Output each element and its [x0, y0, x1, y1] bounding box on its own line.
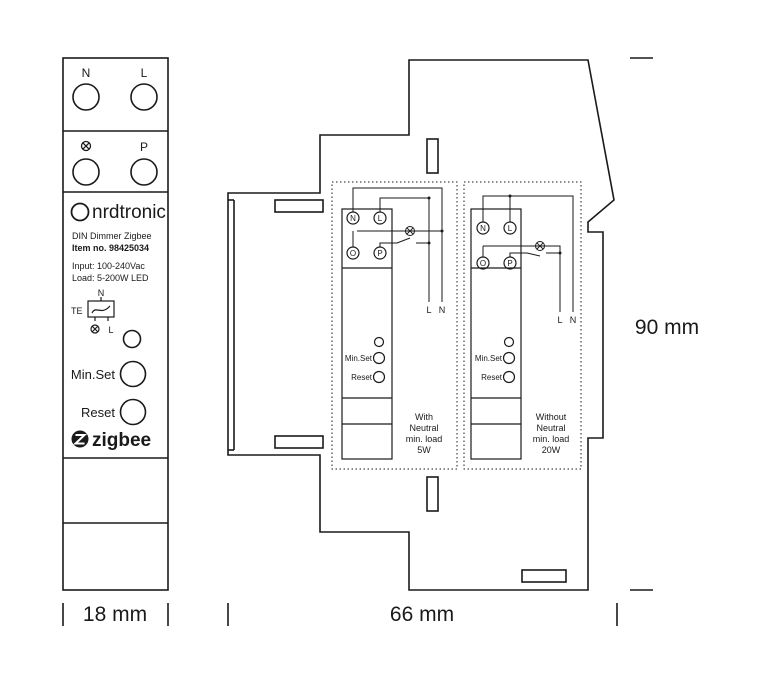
wiring-labels-with: N L O P L N Min.Set Reset With Neutral m…: [345, 214, 445, 455]
min-set-label: Min.Set: [71, 367, 115, 382]
side-view: [227, 59, 615, 591]
term-n-label: N: [350, 214, 356, 223]
min-set-label-small: Min.Set: [475, 354, 503, 363]
bottom-slot: [426, 476, 439, 512]
terminal-l-label: L: [141, 66, 148, 80]
input-spec: Input: 100-240Vac: [72, 261, 145, 271]
line-l-label: L: [426, 305, 431, 315]
front-labels: N L P nrdtronic DIN Dimmer Zigbee Item n…: [71, 66, 166, 451]
caption-line: 5W: [417, 445, 431, 455]
dimension-width-side: 66 mm: [390, 603, 454, 626]
caption-line: With: [415, 412, 433, 422]
caption-line: min. load: [533, 434, 570, 444]
caption-line: min. load: [406, 434, 443, 444]
te-n-label: N: [98, 288, 105, 298]
zigbee-wordmark: zigbee: [92, 430, 151, 451]
term-p-label: P: [377, 249, 382, 258]
term-o-label: O: [350, 249, 356, 258]
item-number: Item no. 98425034: [72, 243, 149, 253]
caption-line: Neutral: [409, 423, 438, 433]
terminal-l: [130, 83, 158, 111]
line-n-label: N: [439, 305, 446, 315]
side-housing-outline: [227, 59, 615, 591]
brand-name: nrdtronic: [92, 202, 166, 223]
terminal-p: [130, 158, 158, 186]
term-l-label: L: [378, 214, 383, 223]
te-symbol-icon: [87, 300, 115, 318]
terminal-p-label: P: [140, 140, 148, 154]
reset-label-small: Reset: [351, 373, 373, 382]
wiring-panel-with-neutral: [331, 181, 458, 470]
term-o-label: O: [480, 259, 486, 268]
line-l-label: L: [557, 315, 562, 325]
load-spec: Load: 5-200W LED: [72, 273, 149, 283]
front-view: [62, 57, 169, 591]
te-label: TE: [71, 306, 83, 316]
te-lamp-icon: [90, 324, 100, 334]
term-l-label: L: [508, 224, 513, 233]
term-n-label: N: [480, 224, 486, 233]
rail-clip: [521, 569, 567, 583]
dimension-height: 90 mm: [635, 316, 699, 339]
reset-label-small: Reset: [481, 373, 503, 382]
clip-slot-lower: [274, 435, 324, 449]
te-l-label: L: [108, 325, 113, 335]
front-housing: [62, 57, 169, 591]
wiring-labels-without: N L O P L N Min.Set Reset Without Neutra…: [475, 224, 576, 455]
top-slot: [426, 138, 439, 174]
term-p-label: P: [507, 259, 512, 268]
caption-line: Without: [536, 412, 567, 422]
wiring-panel-without-neutral: [463, 181, 582, 470]
dimension-width-front: 18 mm: [83, 603, 147, 626]
dimension-lines: [62, 57, 653, 626]
status-led: [122, 329, 142, 349]
reset-button[interactable]: [119, 398, 147, 426]
product-name: DIN Dimmer Zigbee: [72, 231, 152, 241]
lamp-symbol-icon: [80, 140, 92, 152]
caption-line: Neutral: [536, 423, 565, 433]
caption-line: 20W: [542, 445, 561, 455]
clip-slot-upper: [274, 199, 324, 213]
min-set-label-small: Min.Set: [345, 354, 373, 363]
terminal-n: [72, 83, 100, 111]
min-set-button[interactable]: [119, 360, 147, 388]
reset-label: Reset: [81, 405, 115, 420]
terminal-n-label: N: [82, 66, 91, 80]
terminal-lamp: [72, 158, 100, 186]
brand-logo-icon: [70, 202, 90, 222]
line-n-label: N: [570, 315, 577, 325]
dimension-labels: 18 mm 66 mm 90 mm: [83, 316, 699, 626]
